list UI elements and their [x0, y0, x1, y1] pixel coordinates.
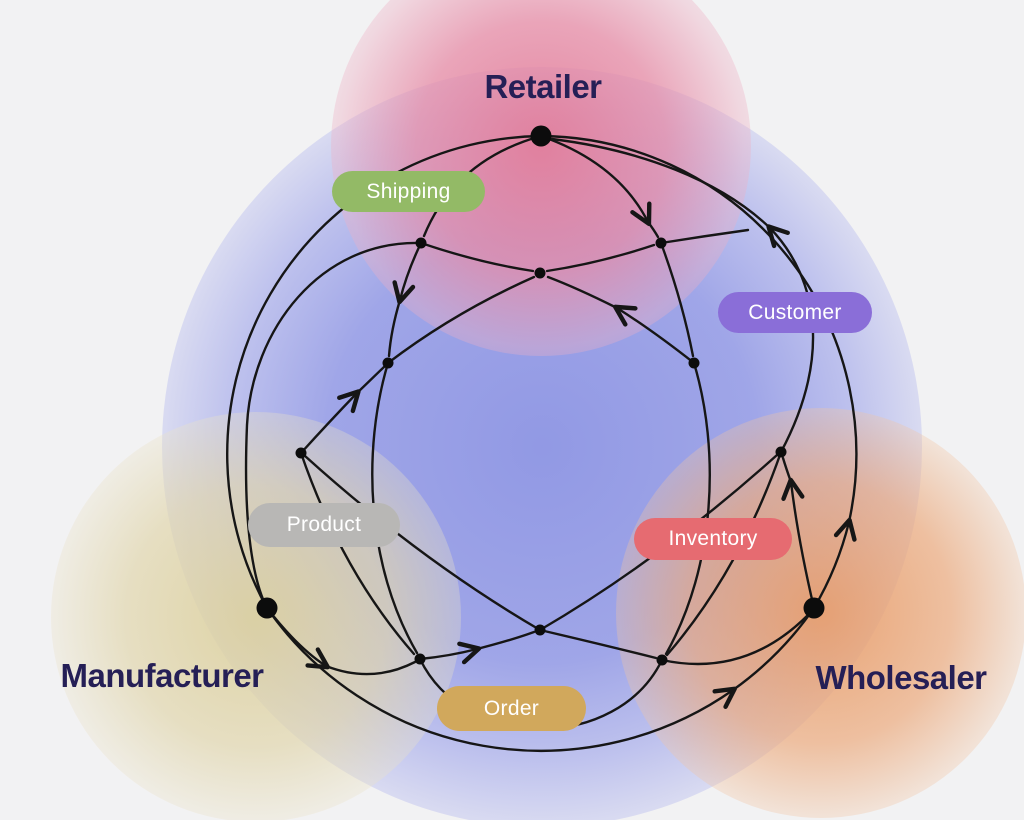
edge-shipping-node-to-top-center-node	[419, 241, 535, 273]
edge-customer-node-to-mid-right-node	[659, 241, 695, 358]
edge-shipping-node-to-mid-left-node	[387, 298, 402, 358]
flow-label-text: Inventory	[668, 527, 758, 550]
edge-wholesaler-to-retailer	[812, 517, 857, 610]
small-node-shipping-node	[415, 237, 427, 249]
small-node-mid-left-node	[382, 357, 394, 369]
edge-mid-right-node-to-order-right-node	[664, 361, 711, 656]
edge-outer-right-node-to-retailer	[550, 137, 772, 230]
flow-label-inventory: Inventory	[634, 518, 792, 560]
small-node-order-right-node	[656, 654, 668, 666]
edge-mid-right-node-to-top-center-node	[546, 275, 619, 310]
edge-outer-left-node-to-order-left-node	[299, 451, 416, 656]
edge-retailer-to-customer-node	[646, 220, 660, 239]
flow-label-text: Shipping	[366, 179, 451, 203]
edge-manufacturer-to-order-left-node	[265, 606, 330, 670]
edge-group	[226, 134, 858, 752]
edge-mid-right-node-to-top-center-node	[613, 304, 696, 365]
small-node-top-center-node	[534, 267, 546, 279]
edge-mid-left-node-to-top-center-node	[386, 275, 536, 365]
flow-label-shipping: Shipping	[332, 171, 485, 212]
edge-outer-left-node-to-mid-left-node	[299, 389, 361, 455]
flow-label-order: Order	[437, 686, 586, 731]
main-node-retailer	[530, 125, 552, 147]
edge-outer-right-node-to-order-right-node	[665, 450, 783, 657]
flow-label-product: Product	[248, 503, 400, 547]
edge-wholesaler-to-outer-right-node	[781, 477, 816, 610]
edge-order-left-node-to-bottom-center-node	[475, 630, 536, 651]
edge-wholesaler-to-outer-right-node	[781, 456, 793, 484]
main-node-manufacturer	[256, 597, 278, 619]
edge-retailer-to-manufacturer	[226, 134, 543, 610]
small-node-bottom-center-node	[534, 624, 546, 636]
flow-label-text: Product	[286, 513, 362, 536]
edge-shipping-node-to-mid-left-node	[392, 241, 423, 305]
edge-shipping-node-to-manufacturer	[244, 241, 423, 606]
node-group	[256, 125, 825, 666]
manufacturer-title: Manufacturer	[60, 657, 264, 694]
edge-bottom-center-node-to-outer-left-node	[303, 454, 542, 632]
edge-bottom-center-node-to-order-right-node	[538, 628, 658, 660]
main-node-wholesaler	[803, 597, 825, 619]
edge-customer-node-to-outer-right-node	[659, 228, 750, 245]
edge-retailer-to-customer-node	[539, 134, 652, 227]
small-node-customer-node	[655, 237, 667, 249]
edge-order-left-node-to-bottom-center-node	[418, 641, 482, 665]
edge-wholesaler-to-retailer	[539, 134, 858, 524]
small-node-order-left-node	[414, 653, 426, 665]
edge-order-right-node-to-wholesaler	[660, 613, 810, 666]
small-node-outer-left-node	[295, 447, 307, 459]
edge-outer-left-node-to-mid-left-node	[355, 364, 387, 395]
flow-label-customer: Customer	[718, 292, 872, 333]
edge-manufacturer-to-order-left-node	[324, 660, 417, 676]
edge-top-center-node-to-customer-node	[545, 243, 656, 273]
small-node-mid-right-node	[688, 357, 700, 369]
flow-label-text: Order	[483, 696, 540, 720]
small-node-outer-right-node	[775, 446, 787, 458]
wholesaler-title: Wholesaler	[815, 659, 987, 696]
flow-label-text: Customer	[748, 300, 842, 324]
retailer-title: Retailer	[484, 68, 602, 105]
